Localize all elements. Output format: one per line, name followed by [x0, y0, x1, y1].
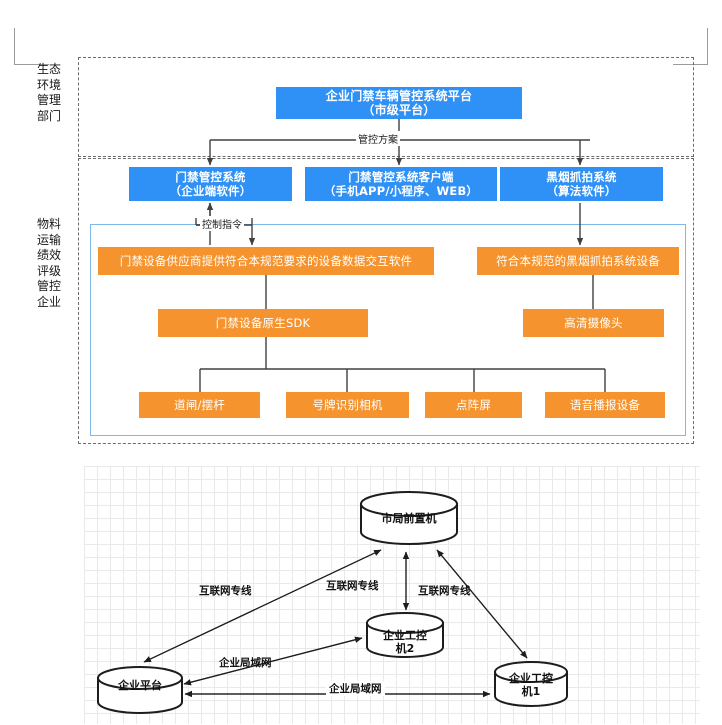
net-link-label-wan-center: 互联网专线	[326, 580, 379, 592]
network-diagram: 市局前置机 企业工控 机2 企业平台 企业工控 机1 互联网专线 互联网专线 互…	[84, 466, 700, 724]
node-access-control-system-line2: （企业端软件）	[169, 184, 252, 198]
swimlane-label-eco: 生态环境管理部门	[36, 62, 61, 123]
node-native-sdk[interactable]: 门禁设备原生SDK	[158, 309, 368, 337]
edge-label-plan: 管控方案	[356, 131, 400, 146]
crop-mark-top-right	[673, 28, 708, 65]
node-smoke-capture-system[interactable]: 黑烟抓拍系统 （算法软件）	[500, 167, 663, 201]
device-group-box	[90, 224, 686, 436]
node-smoke-capture-system-line1: 黑烟抓拍系统	[546, 170, 617, 184]
swimlane-band-enterprise	[78, 158, 694, 444]
node-voice-device[interactable]: 语音播报设备	[545, 392, 665, 418]
node-client-line1: 门禁管控系统客户端	[348, 170, 454, 184]
node-hd-camera[interactable]: 高清摄像头	[523, 309, 664, 337]
swimlane-label-enterprise: 物料运输绩效评级管控企业	[36, 217, 61, 309]
net-link-label-wan-right: 互联网专线	[418, 585, 471, 597]
net-link-label-lan-upper: 企业局域网	[219, 657, 272, 669]
node-barrier-gate[interactable]: 道闸/摆杆	[139, 392, 260, 418]
node-vendor-software[interactable]: 门禁设备供应商提供符合本规范要求的设备数据交互软件	[98, 247, 434, 275]
swimlane-band-eco	[78, 57, 694, 157]
net-link-label-lan-lower: 企业局域网	[326, 681, 385, 696]
node-platform[interactable]: 企业门禁车辆管控系统平台 （市级平台）	[276, 87, 522, 119]
architecture-diagram: 生态环境管理部门 物料运输绩效评级管控企业	[0, 52, 722, 452]
node-access-control-system[interactable]: 门禁管控系统 （企业端软件）	[129, 167, 292, 201]
crop-mark-top-left	[14, 28, 49, 65]
node-access-control-system-line1: 门禁管控系统	[175, 170, 246, 184]
node-smoke-capture-system-line2: （算法软件）	[546, 184, 617, 198]
net-link-label-wan-left: 互联网专线	[199, 585, 252, 597]
edge-label-command: 控制指令	[200, 216, 244, 231]
node-platform-line2: （市级平台）	[362, 103, 436, 117]
node-dot-matrix-screen[interactable]: 点阵屏	[425, 392, 522, 418]
network-connectors	[97, 491, 568, 714]
node-smoke-device[interactable]: 符合本规范的黑烟抓拍系统设备	[477, 247, 679, 275]
node-client[interactable]: 门禁管控系统客户端 （手机APP/小程序、WEB）	[305, 167, 497, 201]
node-platform-line1: 企业门禁车辆管控系统平台	[325, 89, 473, 103]
node-plate-camera[interactable]: 号牌识别相机	[286, 392, 409, 418]
node-client-line2: （手机APP/小程序、WEB）	[323, 184, 479, 198]
